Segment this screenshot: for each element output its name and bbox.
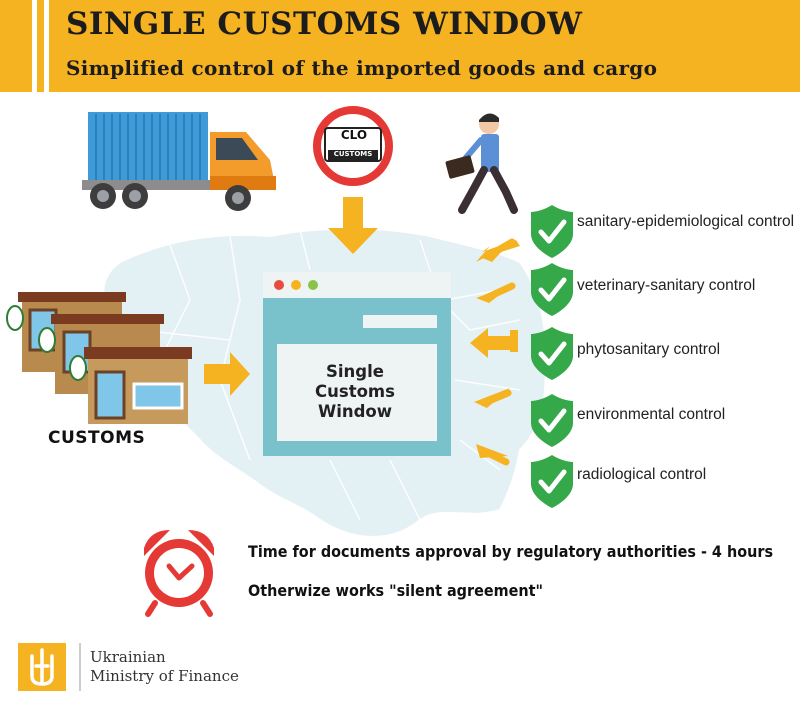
window-line: Single: [326, 362, 384, 381]
window-line: Window: [318, 402, 392, 421]
single-window-frame: [263, 272, 451, 456]
sign-bottom-text: CUSTOMS: [333, 150, 373, 158]
control-label: radiological control: [577, 466, 707, 483]
truck-icon: [82, 112, 276, 211]
arrow-shafts: [478, 238, 516, 466]
header-stripe: [32, 0, 37, 92]
check-shield-icon: [531, 205, 573, 258]
control-label: sanitary-epidemiological control: [577, 213, 795, 230]
window-line: Customs: [315, 382, 395, 401]
customs-label: CUSTOMS: [48, 428, 146, 448]
alarm-clock-icon: [144, 530, 214, 617]
businessman-icon: [445, 113, 518, 214]
check-shield-icon: [531, 394, 573, 447]
check-shield-icon: [531, 455, 573, 508]
right-arrow: [204, 352, 250, 396]
single-window-label: Single Customs Window: [280, 362, 430, 422]
ministry-name-line2: Ministry of Finance: [90, 667, 239, 685]
page-title: SINGLE CUSTOMS WINDOW: [66, 6, 583, 42]
control-label: environmental control: [577, 406, 726, 423]
trident-emblem: [18, 643, 81, 691]
control-label: veterinary-sanitary control: [577, 277, 756, 294]
ministry-name-line1: Ukrainian: [90, 648, 166, 666]
header-stripe: [44, 0, 49, 92]
check-shield-icon: [531, 263, 573, 316]
down-arrow: [328, 197, 378, 254]
sign-top-text: CLO: [340, 128, 368, 142]
control-label: phytosanitary control: [577, 341, 721, 358]
check-shield-icon: [531, 327, 573, 380]
customs-sign-icon: [313, 106, 393, 186]
header-banner: SINGLE CUSTOMS WINDOW Simplified control…: [0, 0, 800, 92]
page-subtitle: Simplified control of the imported goods…: [66, 56, 658, 80]
building-icon: [6, 292, 192, 424]
approval-time-note: Time for documents approval by regulator…: [248, 542, 774, 561]
silent-agreement-note: Otherwize works "silent agreement": [248, 581, 544, 600]
